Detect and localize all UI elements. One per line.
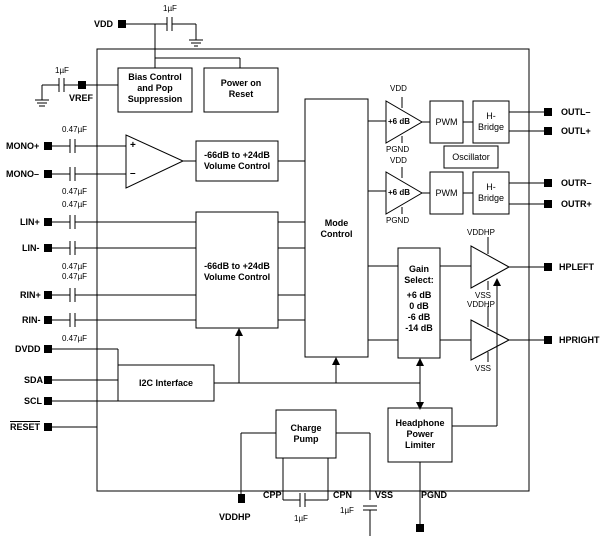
lin-minus-cap-label: 0.47µF <box>62 262 88 271</box>
mono-minus-pin-terminal <box>44 170 52 178</box>
cpp-pin-label: CPP <box>263 490 282 500</box>
hpright-pin-label: HPRIGHT <box>559 335 600 345</box>
opamp-minus-label: – <box>130 168 136 179</box>
cpn-pin-label: CPN <box>333 490 353 500</box>
bias-control-block <box>117 67 193 113</box>
mono-plus-pin-label: MONO+ <box>6 141 40 151</box>
outl-plus-pin-terminal <box>544 127 552 135</box>
hpr-vss-label: VSS <box>475 364 492 373</box>
vref-cap-label: 1µF <box>55 66 69 75</box>
hpl-vddhp-label: VDDHP <box>467 228 496 237</box>
reset-pin-terminal <box>44 423 52 431</box>
sda-pin-terminal <box>44 376 52 384</box>
rin-plus-pin-terminal <box>44 291 52 299</box>
amp-left-vdd-label: VDD <box>390 84 407 93</box>
pwm-right-label: PWM <box>435 188 458 198</box>
hbridge-left-block <box>472 100 510 144</box>
hpright-pin-terminal <box>544 336 552 344</box>
lin-minus-pin-label: LIN- <box>22 243 40 253</box>
opamp-plus-label: + <box>130 140 136 151</box>
rin-plus-pin-label: RIN+ <box>20 290 41 300</box>
cp-flying-cap-label: 1µF <box>294 514 308 523</box>
power-on-reset-block <box>203 67 279 113</box>
dvdd-pin-label: DVDD <box>15 344 41 354</box>
hpleft-pin-label: HPLEFT <box>559 262 594 272</box>
mono-minus-pin-label: MONO– <box>6 169 40 179</box>
outl-minus-pin-label: OUTL– <box>561 107 591 117</box>
dvdd-pin-terminal <box>44 345 52 353</box>
outr-plus-pin-terminal <box>544 200 552 208</box>
lin-plus-pin-label: LIN+ <box>20 217 40 227</box>
class-d-preamp-right <box>385 171 423 215</box>
oscillator-label: Oscillator <box>452 152 490 162</box>
i2c-interface-label: I2C Interface <box>138 378 194 388</box>
vdd-pin-terminal <box>118 20 126 28</box>
hpr-vddhp-label: VDDHP <box>467 300 496 309</box>
rin-plus-cap-label: 0.47µF <box>62 272 88 281</box>
hbridge-right-block <box>472 171 510 215</box>
outr-minus-pin-label: OUTR– <box>561 178 592 188</box>
hbridge-left-label: H-Bridge <box>477 111 504 132</box>
scl-pin-label: SCL <box>24 396 42 406</box>
hbridge-right-label: H-Bridge <box>477 182 504 203</box>
vdd-cap-label: 1µF <box>163 4 177 13</box>
vddhp-pin-terminal <box>238 494 245 503</box>
amp-right-gain-label: +6 dB <box>388 188 411 197</box>
vref-pin-label: VREF <box>69 93 94 103</box>
mono-input-opamp <box>125 134 185 189</box>
amp-left-pgnd-label: PGND <box>386 145 410 154</box>
mono-minus-cap-label: 0.47µF <box>62 187 88 196</box>
hp-right-amp <box>470 319 511 361</box>
amp-left-gain-label: +6 dB <box>388 117 411 126</box>
reset-pin-label: RESET <box>10 422 41 432</box>
amp-right-vdd-label: VDD <box>390 156 407 165</box>
vss-pin-label: VSS <box>375 490 394 500</box>
vss-cap-label: 1µF <box>340 506 354 515</box>
pgnd-pin-terminal <box>416 524 424 532</box>
scl-pin-terminal <box>44 397 52 405</box>
rin-minus-pin-terminal <box>44 316 52 324</box>
class-d-preamp-left <box>385 100 423 144</box>
mono-plus-pin-terminal <box>44 142 52 150</box>
lin-minus-pin-terminal <box>44 244 52 252</box>
lin-plus-cap-label: 0.47µF <box>62 200 88 209</box>
chip-outline <box>96 48 530 492</box>
rin-minus-cap-label: 0.47µF <box>62 334 88 343</box>
pwm-left-label: PWM <box>435 117 458 127</box>
hpl-vss-label: VSS <box>475 291 492 300</box>
outl-minus-pin-terminal <box>544 108 552 116</box>
oscillator-block <box>443 145 499 169</box>
lin-plus-pin-terminal <box>44 218 52 226</box>
vdd-pin-label: VDD <box>94 19 114 29</box>
amp-right-pgnd-label: PGND <box>386 216 410 225</box>
rin-minus-pin-label: RIN- <box>22 315 41 325</box>
hp-left-amp <box>470 245 511 289</box>
outr-plus-pin-label: OUTR+ <box>561 199 592 209</box>
outr-minus-pin-terminal <box>544 179 552 187</box>
hpleft-pin-terminal <box>544 263 552 271</box>
outl-plus-pin-label: OUTL+ <box>561 126 591 136</box>
pgnd-pin-label: PGND <box>421 490 448 500</box>
charge-pump-block <box>275 409 337 459</box>
vddhp-pin-label: VDDHP <box>219 512 251 522</box>
mono-plus-cap-label: 0.47µF <box>62 125 88 134</box>
sda-pin-label: SDA <box>24 375 44 385</box>
vref-pin-terminal <box>78 81 86 89</box>
